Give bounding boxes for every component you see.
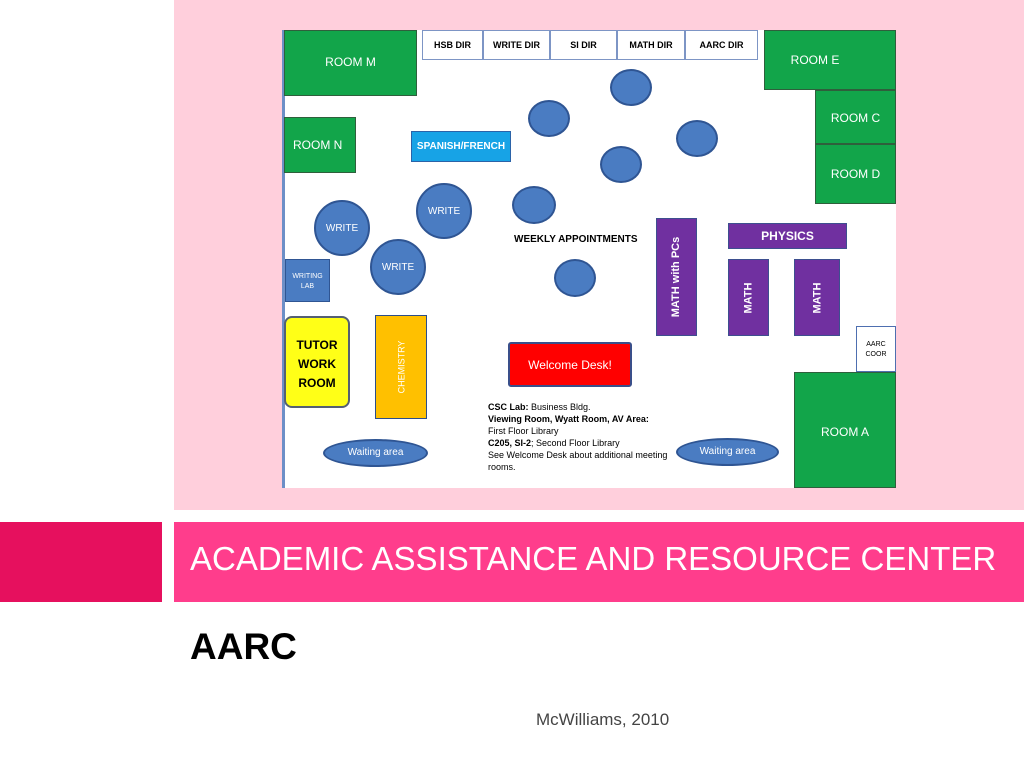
room-m: ROOM M [284, 30, 417, 96]
math-with-pcs-area: MATH with PCs [656, 218, 697, 336]
title-accent-bar [0, 522, 162, 602]
director-office-hsb: HSB DIR [422, 30, 483, 60]
write-table: WRITE [416, 183, 472, 239]
director-office-si: SI DIR [550, 30, 617, 60]
title-bar [174, 522, 1024, 602]
room-a: ROOM A [794, 372, 896, 488]
waiting-area: Waiting area [676, 438, 779, 466]
slide-title: ACADEMIC ASSISTANCE AND RESOURCE CENTER [190, 540, 997, 577]
location-info: CSC Lab: Business Bldg. Viewing Room, Wy… [488, 401, 678, 473]
study-table [600, 146, 642, 183]
math-table-label: MATH [811, 282, 823, 313]
floor-plan-left-wall [282, 30, 285, 488]
floor-plan: HSB DIR WRITE DIR SI DIR MATH DIR AARC D… [282, 30, 896, 488]
slide-left-margin [0, 0, 174, 510]
slide-subtitle: AARC [190, 626, 297, 667]
waiting-area: Waiting area [323, 439, 428, 467]
study-table [610, 69, 652, 106]
slide-credit: McWilliams, 2010 [536, 710, 670, 729]
study-table [528, 100, 570, 137]
room-d: ROOM D [815, 144, 896, 204]
weekly-appointments-label: WEEKLY APPOINTMENTS [514, 234, 638, 245]
chemistry-table: CHEMISTRY [375, 315, 427, 419]
study-table [554, 259, 596, 297]
write-table: WRITE [370, 239, 426, 295]
math-table: MATH [794, 259, 840, 336]
director-office-write: WRITE DIR [483, 30, 550, 60]
chemistry-label: CHEMISTRY [396, 340, 406, 394]
math-table-label: MATH [742, 282, 755, 313]
math-table: MATH [728, 259, 769, 336]
spanish-french-table: SPANISH/FRENCH [411, 131, 511, 162]
meeting-rooms-note: See Welcome Desk about additional meetin… [488, 450, 668, 472]
viewing-room-location: First Floor Library [488, 426, 559, 436]
director-office-aarc: AARC DIR [685, 30, 758, 60]
study-table [676, 120, 718, 157]
c205-label: C205, SI-2 [488, 438, 532, 448]
c205-location: ; Second Floor Library [531, 438, 620, 448]
welcome-desk: Welcome Desk! [508, 342, 632, 387]
physics-table: PHYSICS [728, 223, 847, 249]
aarc-coordinator-office: AARC COOR [856, 326, 896, 372]
csc-lab-location: Business Bldg. [531, 402, 591, 412]
director-office-math: MATH DIR [617, 30, 685, 60]
math-with-pcs-label: MATH with PCs [670, 236, 683, 318]
room-e: ROOM E [764, 30, 896, 90]
room-n: ROOM N [284, 117, 356, 173]
study-table [512, 186, 556, 224]
write-table: WRITE [314, 200, 370, 256]
csc-lab-label: CSC Lab: [488, 402, 529, 412]
tutor-work-room: TUTOR WORK ROOM [284, 316, 350, 408]
viewing-room-label: Viewing Room, Wyatt Room, AV Area: [488, 414, 649, 424]
room-c: ROOM C [815, 90, 896, 144]
writing-lab: WRITING LAB [285, 259, 330, 302]
